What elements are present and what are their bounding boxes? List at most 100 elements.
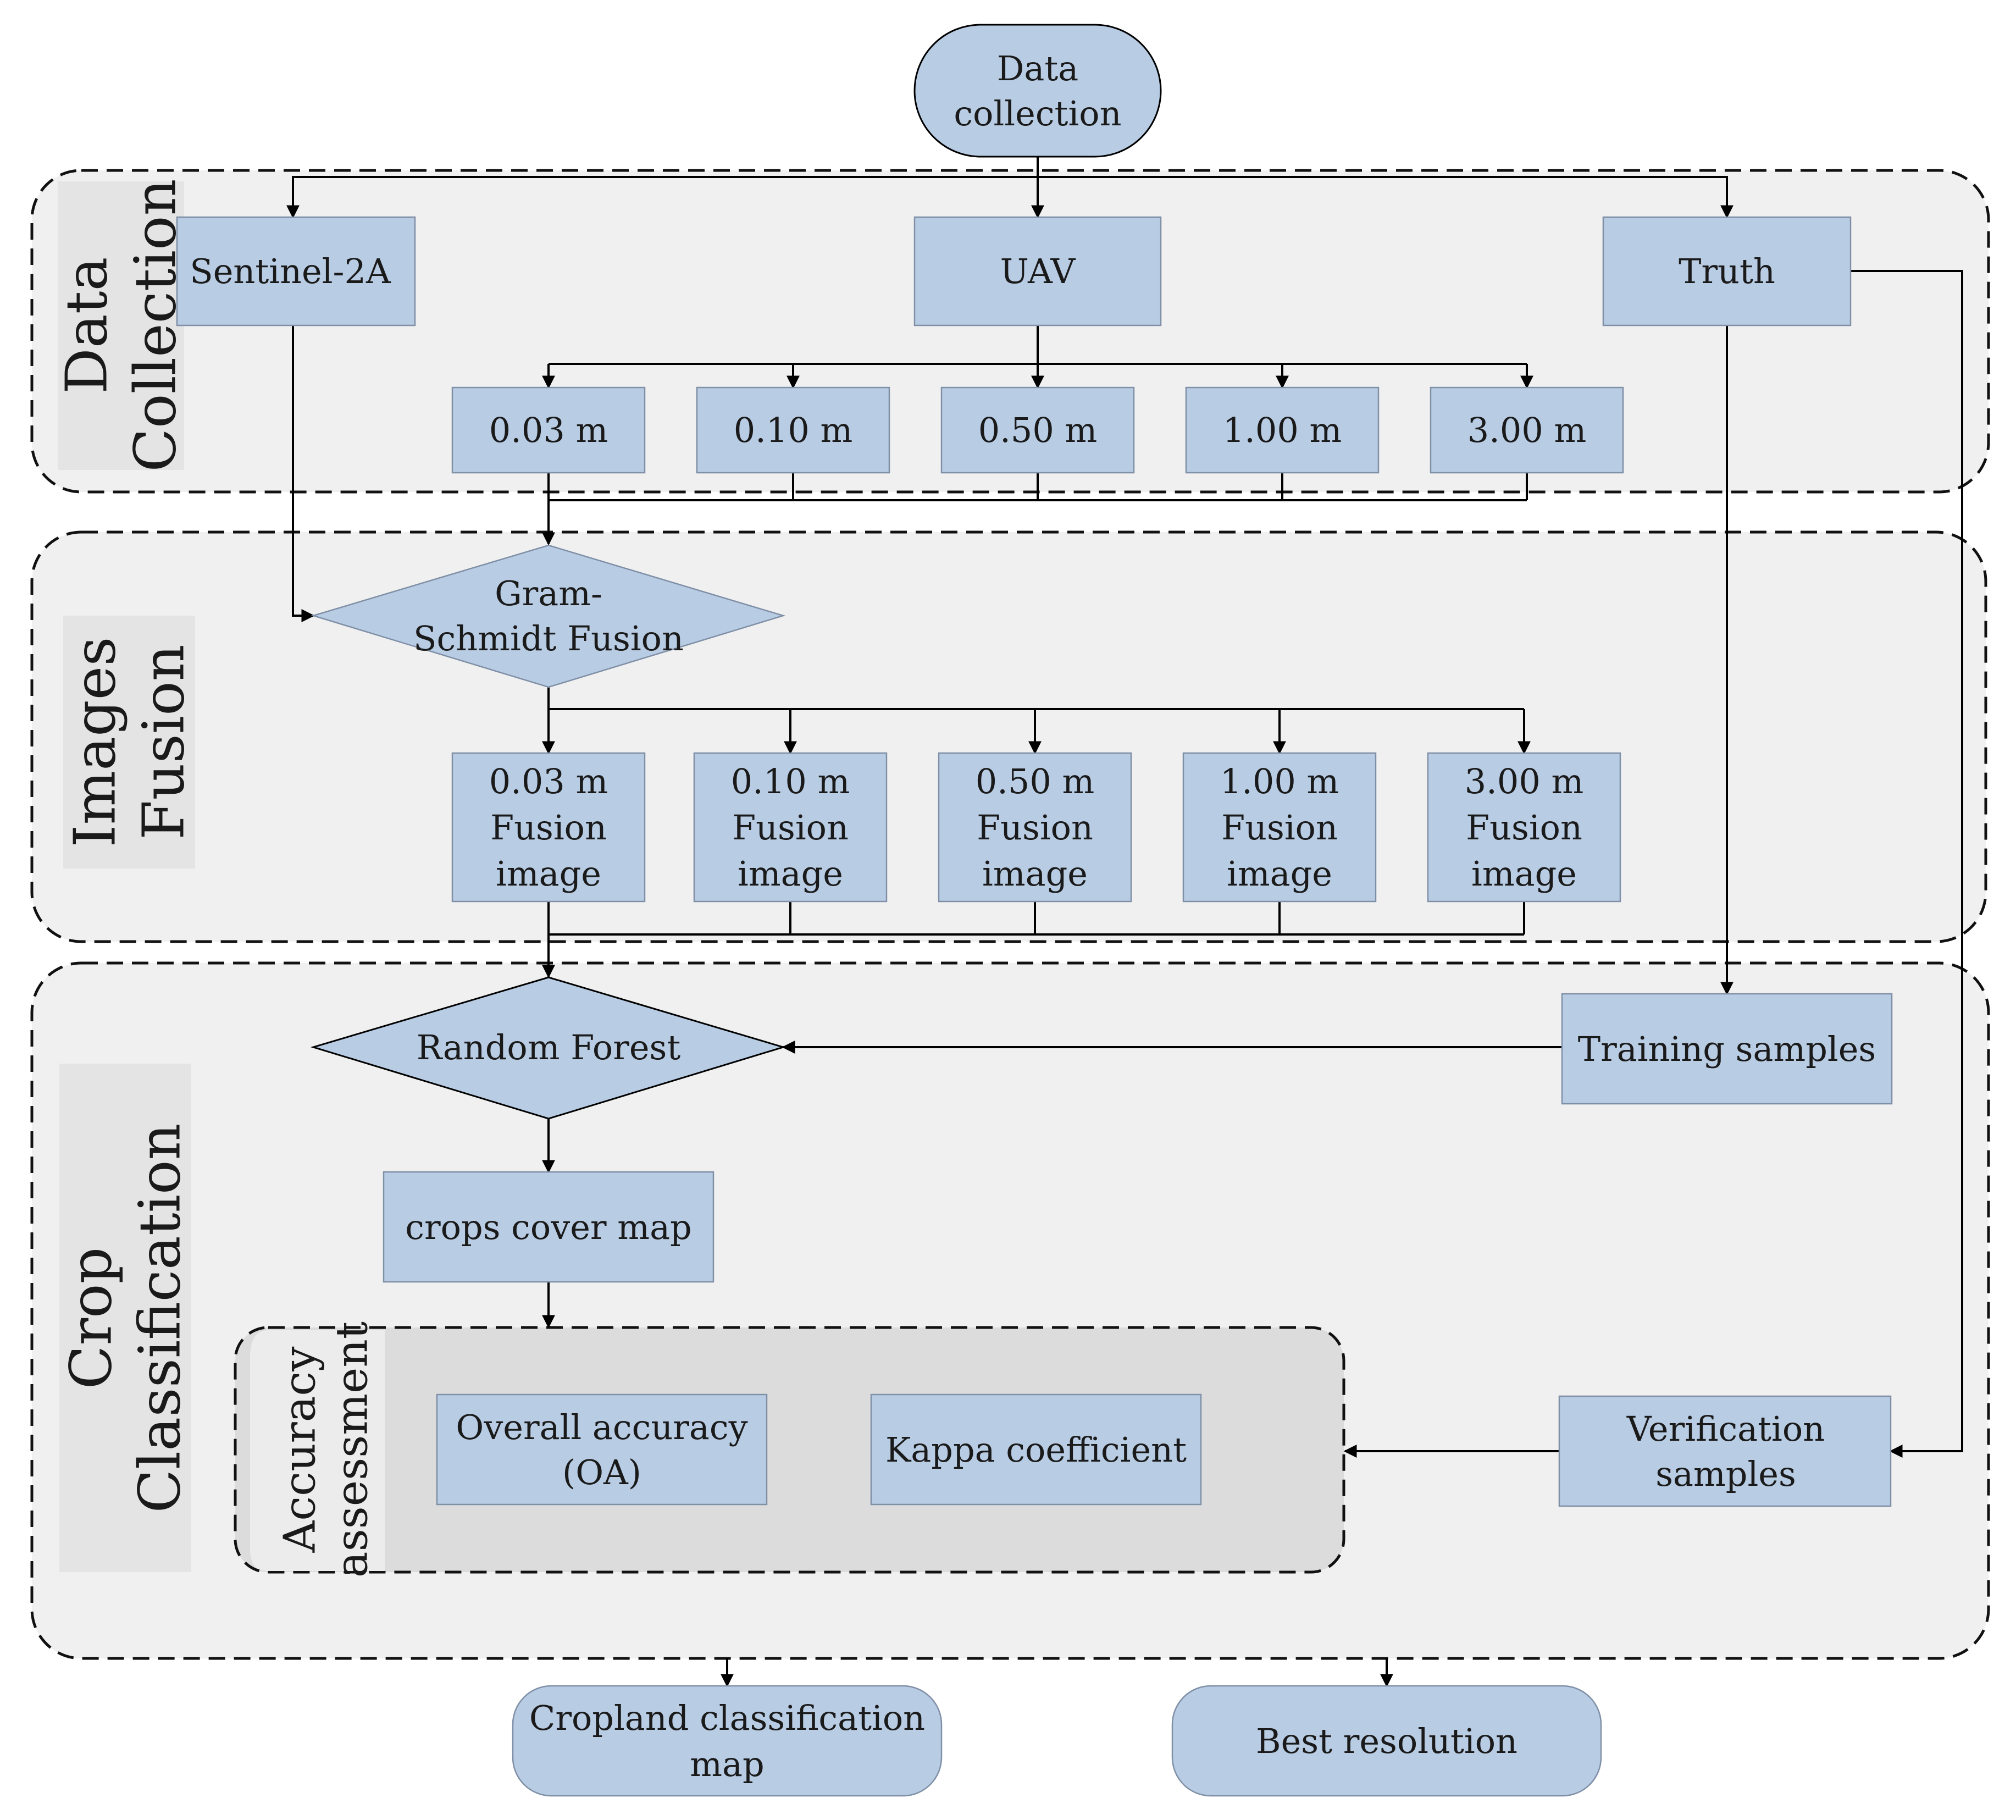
accuracy-assessment-label-line-0: Accuracy [274,1347,325,1553]
uav-label: UAV [1000,251,1076,291]
res-label-4: 3.00 m [1467,410,1587,450]
kappa-label: Kappa coefficient [885,1430,1187,1470]
crop-classification-label-line-1: Classification [126,1123,193,1513]
res-label-2: 0.50 m [978,410,1098,450]
gram-schmidt-diamond [311,544,786,688]
truth-label: Truth [1679,251,1775,291]
overall-accuracy-node [436,1393,768,1506]
data-collection-label-band [58,181,184,470]
crop-classification-label-line-0: Crop [58,1247,125,1389]
fusion-node-3 [1182,752,1377,903]
images-fusion-label-line-0: Images [62,637,129,847]
cropland-map-node [512,1685,943,1797]
crops-cover-map-node [383,1171,715,1283]
kappa-node [870,1393,1202,1506]
fusion-label-0: 0.03 m Fusion image [489,761,608,894]
res-label-2-line-0: 0.50 m [978,410,1098,450]
accuracy-assessment-label: Accuracyassessment [274,1321,377,1578]
fusion-label-2: 0.50 m Fusion image [976,761,1095,894]
cropland-map-label-line-0: Cropland classification [529,1698,925,1738]
crops-cover-map-label-line-0: crops cover map [405,1207,691,1247]
training-samples-label-line-0: Training samples [1578,1029,1876,1069]
best-resolution-node [1171,1685,1602,1797]
fusion-label-4: 3.00 m Fusion image [1465,761,1584,894]
res-label-4-line-0: 3.00 m [1467,410,1587,450]
fusion-node-2 [938,752,1132,903]
verification-samples-node [1558,1395,1892,1507]
fusion-label-3-line-2: image [1227,854,1332,894]
fusion-node-4 [1427,752,1621,903]
fusion-label-2-line-1: Fusion [977,807,1093,848]
verification-samples-label-line-0: Verification [1626,1409,1825,1449]
images-fusion-label-band [63,616,195,868]
accuracy-assessment-label-line-1: assessment [326,1321,377,1578]
best-resolution-label: Best resolution [1256,1721,1517,1761]
fusion-label-1-line-1: Fusion [732,807,849,848]
crop-classification-label-band [59,1064,191,1572]
gram-schmidt-label-line-1: Schmidt Fusion [413,618,684,659]
training-samples-label: Training samples [1578,1029,1876,1069]
fusion-label-4-line-0: 3.00 m [1465,761,1584,801]
verification-samples-label: Verification samples [1626,1409,1825,1494]
truth-label-line-0: Truth [1679,251,1775,291]
random-forest-label-line-0: Random Forest [417,1027,681,1067]
data-collection-start-label: Data collection [954,48,1121,134]
sentinel-node [176,216,416,327]
connectors [286,157,1963,1688]
data-collection-label-line-0: Data [53,257,120,394]
res-label-1-line-0: 0.10 m [734,410,853,450]
fusion-label-2-line-0: 0.50 m [976,761,1095,801]
res-node-4 [1430,386,1624,474]
res-node-0 [451,386,646,474]
res-label-3: 1.00 m [1223,410,1342,450]
res-node-3 [1185,386,1380,474]
verification-samples-label-line-1: samples [1655,1454,1796,1494]
crop-classification-label: CropClassification [58,1123,193,1513]
training-samples-node [1561,993,1893,1105]
truth-node [1602,216,1852,327]
images-fusion-label: ImagesFusion [62,637,197,847]
accuracy-assessment-panel [234,1326,1345,1574]
res-node-2 [940,386,1135,474]
uav-node [913,216,1162,327]
random-forest-label: Random Forest [417,1027,681,1067]
overall-accuracy-label-line-0: Overall accuracy [456,1407,747,1447]
fusion-label-0-line-2: image [496,854,601,894]
fusion-label-1: 0.10 m Fusion image [731,761,850,894]
fusion-label-1-line-0: 0.10 m [731,761,850,801]
data-collection-start-label-line-0: Data [997,48,1079,88]
cropland-map-label-line-1: map [690,1744,764,1784]
images-fusion-label-line-1: Fusion [130,644,197,839]
uav-label-line-0: UAV [1000,251,1076,291]
res-label-0-line-0: 0.03 m [489,410,608,450]
accuracy-label-band [250,1330,385,1571]
fusion-label-3-line-0: 1.00 m [1220,761,1339,801]
gram-schmidt-label-line-0: Gram- [495,573,602,613]
overall-accuracy-label-line-1: (OA) [562,1452,641,1492]
fusion-label-4-line-1: Fusion [1466,807,1582,848]
res-label-1: 0.10 m [734,410,853,450]
fusion-label-1-line-2: image [738,854,843,894]
data-collection-start-label-line-1: collection [954,93,1121,134]
fusion-label-4-line-2: image [1471,854,1577,894]
fusion-label-3-line-1: Fusion [1221,807,1338,848]
overall-accuracy-label: Overall accuracy (OA) [456,1407,747,1492]
sentinel-label: Sentinel-2A [190,251,391,291]
crops-cover-map-label: crops cover map [405,1207,691,1247]
fusion-label-3: 1.00 m Fusion image [1220,761,1339,894]
fusion-label-0-line-0: 0.03 m [489,761,608,801]
kappa-label-line-0: Kappa coefficient [885,1430,1187,1470]
res-label-3-line-0: 1.00 m [1223,410,1342,450]
random-forest-diamond [310,976,787,1120]
fusion-node-1 [693,752,888,903]
res-node-1 [696,386,890,474]
sentinel-label-line-0: Sentinel-2A [190,251,391,291]
gram-schmidt-label: Gram- Schmidt Fusion [413,573,684,659]
fusion-label-2-line-2: image [982,854,1088,894]
best-resolution-label-line-0: Best resolution [1256,1721,1517,1761]
fusion-node-0 [451,752,646,903]
fusion-label-0-line-1: Fusion [490,807,607,848]
cropland-map-label: Cropland classification map [529,1698,925,1784]
data-collection-start-node [913,24,1162,158]
